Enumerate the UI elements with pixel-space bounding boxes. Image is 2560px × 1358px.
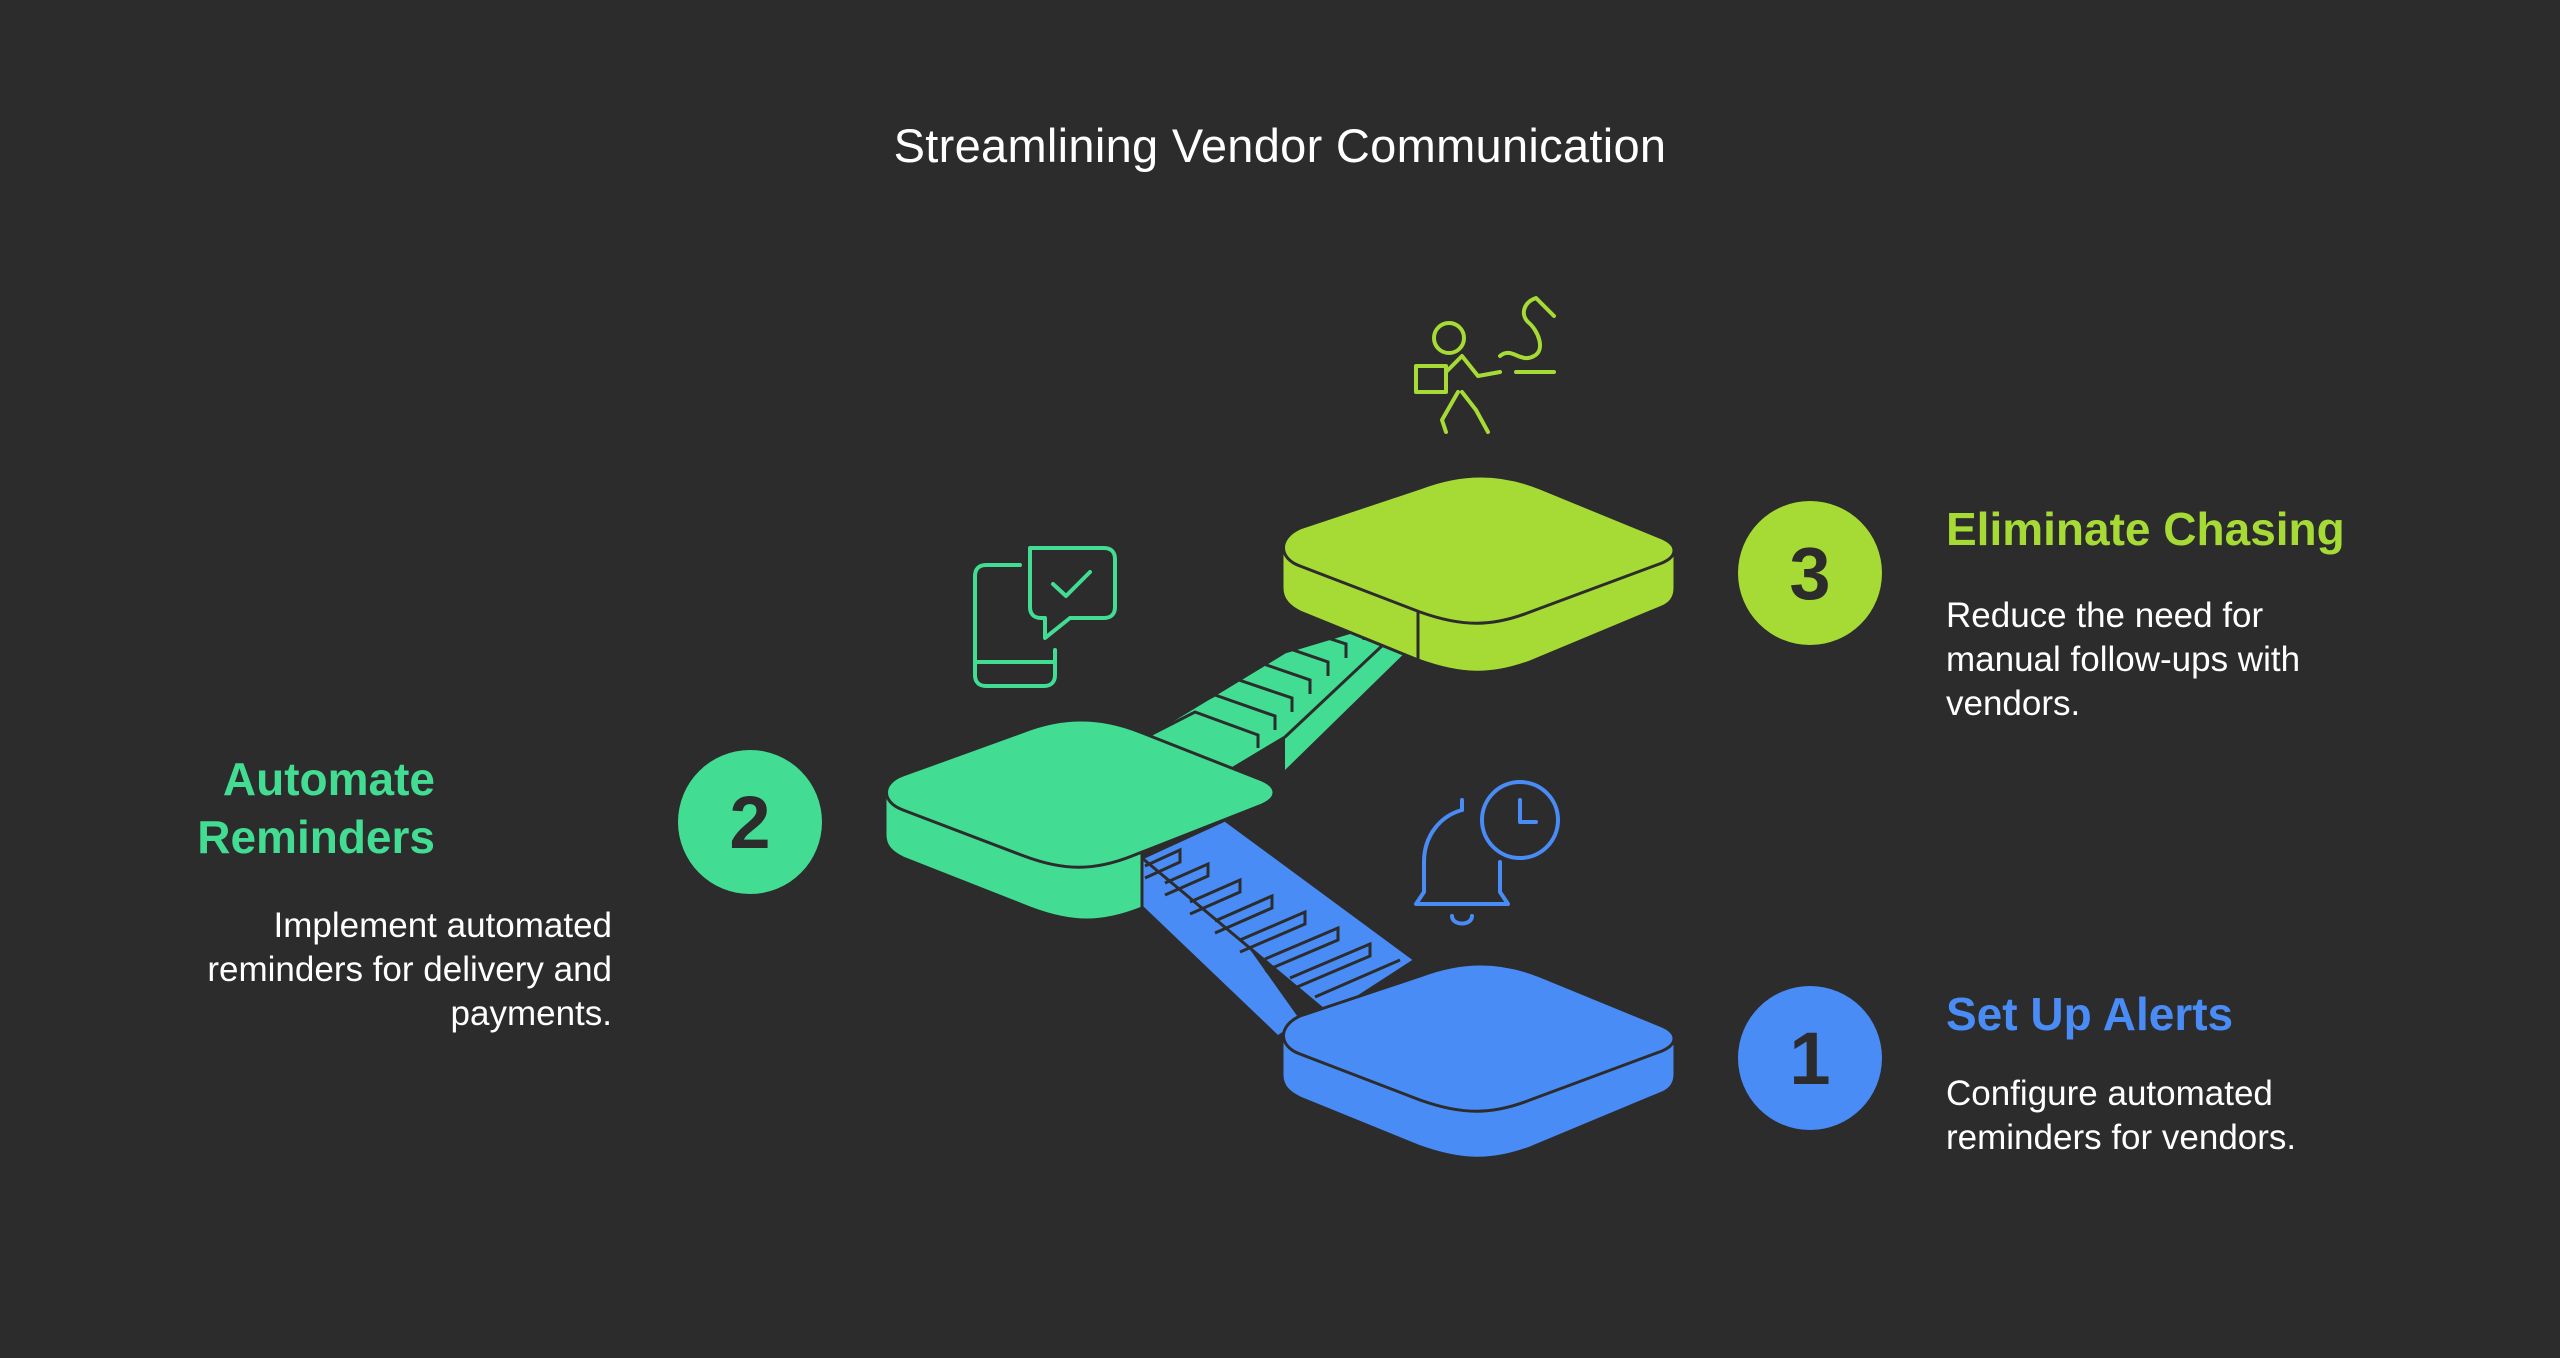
running-courier-icon — [1414, 296, 1556, 434]
number-badge-2: 2 — [678, 750, 822, 894]
stairs-lower — [1140, 818, 1417, 1035]
number-badge-1: 1 — [1738, 986, 1882, 1130]
alarm-bell-clock-icon — [1414, 780, 1560, 926]
step-1-number: 1 — [1789, 1017, 1830, 1100]
platform-step-3 — [1280, 474, 1677, 674]
step-2-heading: Automate Reminders — [197, 753, 435, 863]
number-badge-3: 3 — [1738, 501, 1882, 645]
platform-step-2 — [883, 718, 1276, 922]
step-3-heading: Eliminate Chasing — [1946, 503, 2345, 555]
phone-message-check-icon — [973, 546, 1117, 688]
step-1-heading: Set Up Alerts — [1946, 988, 2234, 1040]
step-2-description: Implement automated reminders for delive… — [207, 906, 612, 1033]
platform-step-1 — [1280, 962, 1677, 1160]
step-3-number: 3 — [1789, 532, 1830, 615]
step-1-description: Configure automated reminders for vendor… — [1946, 1074, 2297, 1157]
step-3-description: Reduce the need for manual follow-ups wi… — [1946, 596, 2301, 723]
step-2-number: 2 — [729, 781, 770, 864]
diagram-title: Streamlining Vendor Communication — [893, 119, 1667, 172]
